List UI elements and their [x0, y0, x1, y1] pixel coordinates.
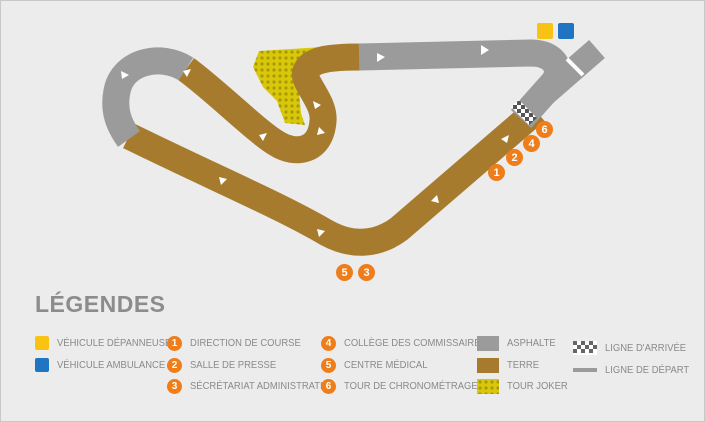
dirt-swatch-icon [477, 357, 499, 373]
legend-joker: TOUR JOKER [477, 377, 574, 395]
legend-asphalt: ASPHALTE [477, 334, 561, 352]
direction-arrow [431, 195, 439, 203]
legend-label: SÉCRÉTARIAT ADMINISTRATIF [190, 380, 329, 392]
dirt-track [123, 100, 545, 256]
legend-label: COLLÈGE DES COMMISSAIRES [344, 337, 487, 349]
tow-truck-marker [537, 23, 553, 39]
legend-finish-line: LIGNE D'ARRIVÉE [573, 339, 695, 357]
map-badge: 5 [336, 264, 353, 281]
legend-label: VÉHICULE AMBULANCE [57, 359, 166, 371]
legend-label: CENTRE MÉDICAL [344, 359, 428, 371]
map-badge: 6 [536, 121, 553, 138]
asphalt-swatch-icon [477, 335, 499, 351]
legend-tow-truck: VÉHICULE DÉPANNEUSE [35, 334, 184, 352]
number-badge-icon: 1 [167, 335, 182, 351]
legend-label: TERRE [507, 359, 540, 371]
legend-ambulance: VÉHICULE AMBULANCE [35, 356, 177, 374]
map-badge: 3 [358, 264, 375, 281]
direction-arrow [259, 133, 267, 141]
map-badge: 1 [488, 164, 505, 181]
direction-arrow [219, 177, 227, 185]
finish-line [511, 100, 537, 125]
legend-label: LIGNE D'ARRIVÉE [605, 342, 687, 354]
direction-arrow [377, 53, 385, 62]
asphalt-pit-lane [527, 39, 605, 113]
map-badge: 2 [506, 149, 523, 166]
legend-facility-3: 3 SÉCRÉTARIAT ADMINISTRATIF [167, 377, 344, 395]
start-line [565, 57, 585, 77]
legend-label: TOUR JOKER [507, 380, 568, 392]
legend-label: LIGNE DE DÉPART [605, 364, 690, 376]
direction-arrow [121, 71, 129, 79]
legend-facility-2: 2 SALLE DE PRESSE [167, 356, 286, 374]
legend-facility-5: 5 CENTRE MÉDICAL [321, 356, 437, 374]
direction-arrows [121, 45, 509, 237]
legend-label: DIRECTION DE COURSE [190, 337, 301, 349]
number-badge-icon: 5 [321, 357, 336, 373]
number-badge-icon: 6 [321, 378, 336, 394]
direction-arrow [317, 229, 325, 237]
direction-arrow [313, 101, 321, 109]
joker-swatch-icon [477, 378, 499, 394]
direction-arrow [183, 69, 191, 77]
legend-dirt: TERRE [477, 356, 543, 374]
legend-facility-1: 1 DIRECTION DE COURSE [167, 334, 313, 352]
number-badge-icon: 3 [167, 378, 182, 394]
legend-facility-4: 4 COLLÈGE DES COMMISSAIRES [321, 334, 503, 352]
legend-label: TOUR DE CHRONOMÉTRAGE [344, 380, 478, 392]
blue-square-icon [35, 358, 49, 372]
map-badge: 4 [523, 135, 540, 152]
direction-arrow [481, 45, 489, 55]
direction-arrow [317, 127, 325, 135]
number-badge-icon: 2 [167, 357, 182, 373]
legend-label: SALLE DE PRESSE [190, 359, 277, 371]
legend-label: VÉHICULE DÉPANNEUSE [57, 337, 172, 349]
legend-title: LÉGENDES [35, 291, 166, 317]
direction-arrow [501, 135, 509, 143]
asphalt-track [102, 47, 194, 147]
legend-facility-6: 6 TOUR DE CHRONOMÉTRAGE [321, 377, 493, 395]
start-line-icon [573, 368, 597, 372]
checkered-flag-line-icon [573, 341, 597, 355]
legend-label: ASPHALTE [507, 337, 556, 349]
ambulance-marker [558, 23, 574, 39]
legend-start-line: LIGNE DE DÉPART [573, 361, 699, 379]
yellow-square-icon [35, 336, 49, 350]
number-badge-icon: 4 [321, 335, 336, 351]
